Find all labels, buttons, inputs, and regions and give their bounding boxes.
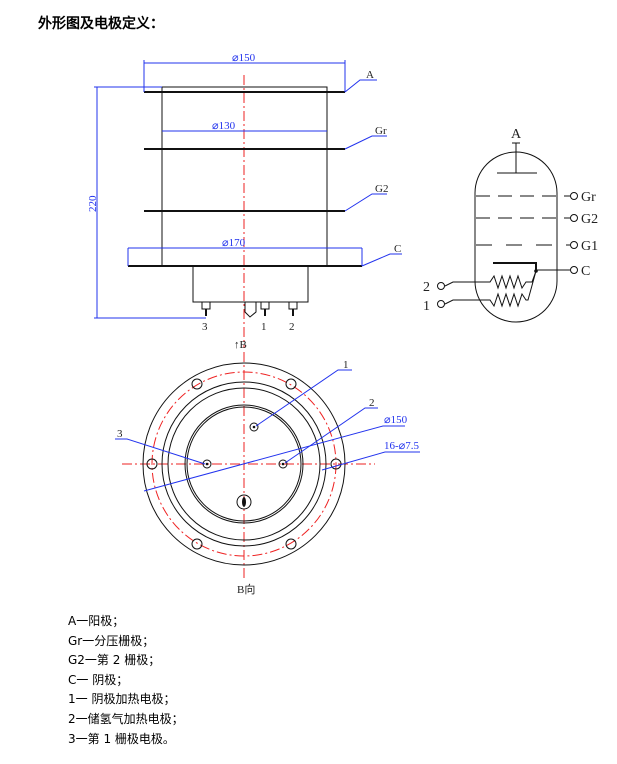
legend-item: C一 阴极； <box>68 672 129 687</box>
legend-item: A一阳极； <box>68 614 125 628</box>
legend-item: 2一储氢气加热电极； <box>68 711 184 726</box>
legend-item: G2一第 2 栅极； <box>68 653 161 668</box>
dim-bolt-circle: ⌀150 <box>384 414 408 426</box>
leader-1 <box>255 369 352 427</box>
legend-item: 1一 阴极加热电极； <box>68 692 176 707</box>
label-a: A <box>366 69 374 81</box>
dim-holes: 16-⌀7.5 <box>384 440 420 452</box>
heater <box>444 270 537 308</box>
anode-symbol <box>497 142 537 174</box>
pins <box>201 301 298 318</box>
label-gr: Gr <box>375 125 387 137</box>
bottom-label-3: 3 <box>117 428 123 440</box>
bottom-view: 1 2 3 ⌀150 16-⌀7.5 B向 <box>115 352 420 596</box>
outer-flange <box>142 362 346 566</box>
base <box>192 265 309 303</box>
page-title: 外形图及电极定义： <box>38 16 164 32</box>
bolt-circle <box>151 371 337 557</box>
schematic-label-2: 2 <box>423 280 430 295</box>
schematic-label-g2: G2 <box>581 212 598 227</box>
label-g2: G2 <box>375 183 388 195</box>
bottom-label-2: 2 <box>369 397 375 409</box>
bottom-label-1: 1 <box>343 359 349 371</box>
dim-line-170 <box>127 247 363 266</box>
pin-label-2: 2 <box>289 321 295 333</box>
side-view: 3 1 2 ↑B ⌀150 ⌀130 ⌀170 220 A Gr G2 C <box>87 52 402 351</box>
schematic-label-1: 1 <box>423 299 430 314</box>
label-c: C <box>394 243 401 255</box>
schematic-label-a: A <box>511 127 522 142</box>
bolt-holes <box>146 378 342 550</box>
dim-flange: ⌀170 <box>222 237 246 249</box>
dim-line-220 <box>94 86 206 319</box>
schematic-label-gr: Gr <box>581 190 596 205</box>
leader-2 <box>284 407 378 464</box>
pin-holes <box>202 422 288 510</box>
leader-3 <box>115 438 206 465</box>
leader-gr <box>344 135 387 150</box>
schematic-label-g1: G1 <box>581 239 598 254</box>
dim-body: ⌀130 <box>212 120 236 132</box>
pin-label-1: 1 <box>261 321 267 333</box>
schematic-label-c: C <box>581 264 590 279</box>
leader-holes <box>321 451 420 471</box>
leader-g2 <box>344 193 387 212</box>
view-label-b: B向 <box>237 582 255 596</box>
pin-label-3: 3 <box>202 321 208 333</box>
tube-schematic: A Gr G2 G1 C 2 1 <box>423 127 598 323</box>
envelope <box>474 151 558 323</box>
electrode-legend: A一阳极； Gr一分压栅极； G2一第 2 栅极； C一 阴极； 1一 阴极加热… <box>68 612 184 749</box>
cathode <box>493 262 537 270</box>
view-arrow-b: ↑B <box>234 339 247 351</box>
leader-150 <box>143 425 405 492</box>
dim-top: ⌀150 <box>232 52 256 64</box>
base-outer <box>184 404 304 524</box>
legend-item: Gr一分压栅极； <box>68 633 155 648</box>
legend-item: 3一第 1 栅极电极。 <box>68 731 175 746</box>
dim-height: 220 <box>87 195 99 212</box>
leader-a <box>344 79 377 93</box>
leader-c <box>361 253 402 267</box>
